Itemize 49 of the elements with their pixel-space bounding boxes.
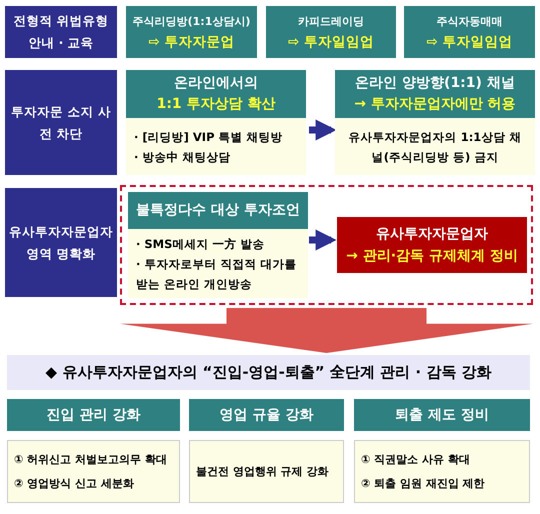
header-text: 영업 규율 강화 — [220, 406, 314, 424]
result-box — [126, 6, 257, 58]
result-box — [404, 6, 535, 58]
item-text: 카피드레이딩 — [298, 14, 364, 30]
content-box — [354, 440, 530, 503]
highlight-box — [337, 217, 527, 273]
info-card — [126, 70, 306, 175]
info-card — [128, 192, 308, 298]
header-text: 1:1 투자상담 확산 — [156, 95, 276, 114]
heading-text: 전형적 위법유형 안내 · 교육 — [12, 12, 110, 52]
body-text: · 투자자로부터 직접적 대가를 받는 온라인 개인방송 — [136, 256, 298, 292]
result-text: ⇨ 투자일임업 — [288, 33, 374, 52]
list-text: ① 허위신고 처벌보고의무 확대 — [14, 452, 167, 468]
category-box — [5, 188, 117, 297]
result-text: ⇨ 투자자문업 — [148, 33, 234, 52]
category-box — [5, 6, 117, 58]
header-text: 온라인에서의 — [174, 74, 258, 93]
arrow — [309, 230, 337, 250]
result-text: ⇨ 투자일임업 — [426, 33, 512, 52]
header-box — [7, 399, 180, 431]
header-text: 불특정다수 대상 투자조언 — [136, 201, 300, 220]
body-text: · [리딩방] VIP 특별 채팅방 — [134, 128, 284, 146]
heading-text: 투자자문 소지 사전 차단 — [10, 102, 112, 142]
header-box — [189, 399, 344, 431]
list-text: ① 직권말소 사유 확대 — [361, 452, 470, 468]
list-text: 불건전 영업행위 규제 강화 — [196, 464, 328, 480]
body-text: · 방송中 채팅상담 — [134, 148, 232, 166]
item-text: 주식자동매매 — [436, 14, 502, 30]
dashed-frame — [120, 185, 533, 305]
header-text: 온라인 양방향(1:1) 채널 — [355, 74, 515, 93]
item-text: 주식리딩방(1:1상담시) — [132, 14, 250, 30]
list-text: ② 영업방식 신고 세분화 — [14, 476, 134, 492]
list-text: ② 퇴출 임원 재진입 제한 — [361, 476, 485, 492]
category-box — [5, 70, 117, 175]
info-card — [335, 70, 535, 175]
arrow — [309, 120, 337, 140]
header-box — [354, 399, 530, 431]
body-text: 유사투자자문업자의 1:1상담 채널(주식리딩방 등) 금지 — [348, 128, 522, 166]
content-box — [7, 440, 180, 503]
result-box — [266, 6, 396, 58]
body-text: · SMS메세지 一方 발송 — [136, 236, 266, 252]
content-box — [189, 440, 344, 503]
banner-text: ◆ 유사투자자문업자의 “진입-영업-퇴출” 全단계 관리 · 감독 강화 — [46, 363, 492, 382]
header-text: → 투자자문업자에만 허용 — [354, 95, 516, 114]
highlight-text: 유사투자자문업자 — [376, 225, 488, 244]
heading-text: 유사투자자문업자 영역 명확화 — [8, 222, 114, 262]
highlight-text: → 관리·감독 규제체계 정비 — [346, 247, 518, 266]
header-text: 진입 관리 강화 — [46, 406, 140, 424]
header-text: 퇴출 제도 정비 — [395, 406, 489, 424]
